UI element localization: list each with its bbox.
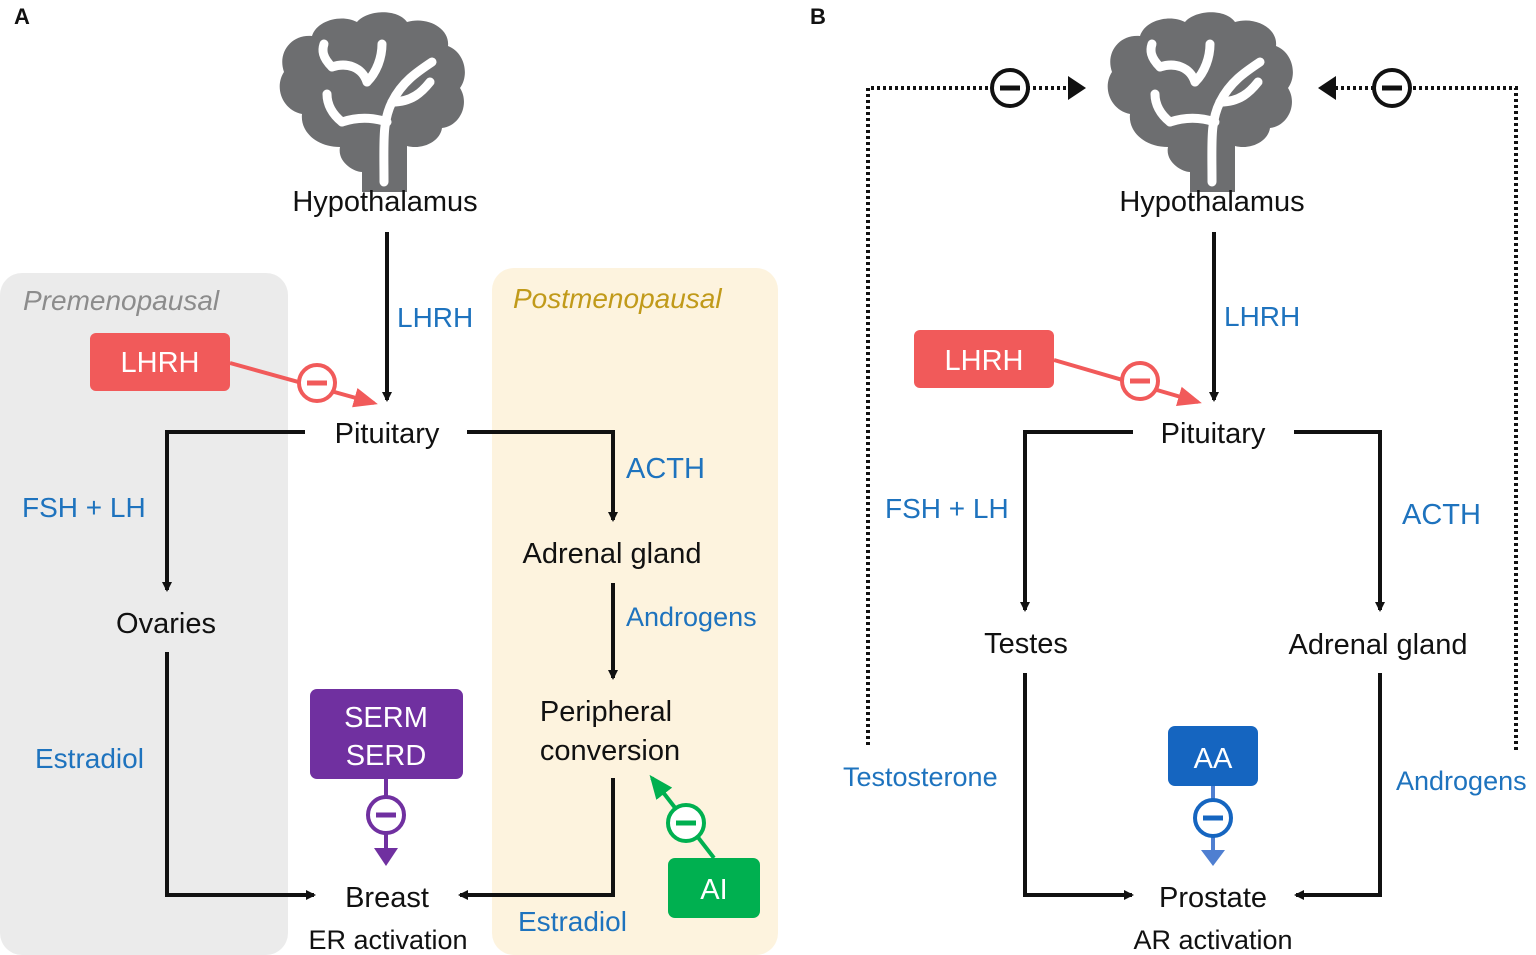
premenopausal-label: Premenopausal	[23, 285, 220, 316]
serm-label: SERM	[344, 702, 428, 734]
estradiol-left-label: Estradiol	[35, 743, 144, 774]
ovaries-label: Ovaries	[116, 608, 216, 640]
peripheral-label: Peripheral	[540, 696, 672, 728]
panel-a-letter: A	[14, 4, 30, 29]
acth-label: ACTH	[626, 453, 705, 485]
acth-label: ACTH	[1402, 499, 1481, 531]
inhibit-icon	[1372, 68, 1412, 108]
panel-b-letter: B	[810, 4, 826, 29]
pituitary-to-testes-arrow	[1020, 430, 1133, 612]
inhibit-icon	[666, 803, 706, 843]
feedback-arrowhead-left	[1068, 76, 1086, 100]
pituitary-to-adrenal-arrow	[1294, 430, 1385, 612]
serd-label: SERD	[346, 740, 427, 772]
aa-box	[1168, 726, 1258, 786]
serm-arrowhead	[374, 848, 398, 866]
lhrh-box-label: LHRH	[945, 345, 1024, 377]
er-activation-label: ER activation	[308, 925, 467, 955]
prostate-label: Prostate	[1159, 882, 1267, 914]
brain-icon	[280, 12, 465, 192]
peripheral-to-breast-arrow	[458, 778, 615, 900]
testes-label: Testes	[984, 628, 1068, 660]
inhibit-icon	[297, 363, 337, 403]
pituitary-to-adrenal-arrow	[467, 430, 618, 522]
premenopausal-region	[0, 273, 288, 955]
pituitary-label: Pituitary	[335, 418, 440, 450]
hypothalamus-label: Hypothalamus	[292, 186, 477, 218]
lhrh-box	[914, 330, 1054, 388]
adrenal-gland-label: Adrenal gland	[523, 538, 702, 570]
inhibit-icon	[1193, 798, 1233, 838]
lhrh-arrow-label: LHRH	[1224, 301, 1300, 332]
testosterone-label: Testosterone	[843, 762, 998, 792]
fsh-lh-label: FSH + LH	[885, 493, 1009, 524]
androgens-label: Androgens	[1396, 766, 1527, 796]
hypothalamus-label: Hypothalamus	[1119, 186, 1304, 218]
breast-label: Breast	[345, 882, 429, 914]
brain-icon	[1108, 12, 1293, 192]
testes-to-prostate-arrow	[1023, 673, 1134, 900]
aa-arrowhead	[1201, 850, 1225, 866]
androgens-label: Androgens	[626, 602, 757, 632]
inhibit-icon	[1120, 361, 1160, 401]
postmenopausal-label: Postmenopausal	[513, 283, 722, 314]
inhibit-icon	[990, 68, 1030, 108]
lhrh-arrow-label: LHRH	[397, 302, 473, 333]
ai-label: AI	[700, 874, 727, 906]
ai-box	[668, 858, 760, 918]
conversion-label: conversion	[540, 735, 680, 767]
aa-label: AA	[1194, 743, 1233, 775]
lhrh-box	[90, 333, 230, 391]
pituitary-to-ovaries-arrow	[162, 430, 305, 592]
estradiol-right-label: Estradiol	[518, 906, 627, 937]
lhrh-box-label: LHRH	[121, 347, 200, 379]
serm-serd-box	[310, 689, 463, 779]
fsh-lh-label: FSH + LH	[22, 492, 146, 523]
ovaries-to-breast-arrow	[165, 652, 316, 900]
feedback-arrowhead-right	[1318, 76, 1336, 100]
inhibit-icon	[366, 795, 406, 835]
postmenopausal-region	[492, 268, 778, 955]
ar-activation-label: AR activation	[1133, 925, 1292, 955]
pituitary-label: Pituitary	[1161, 418, 1266, 450]
adrenal-gland-label: Adrenal gland	[1289, 629, 1468, 661]
adrenal-to-prostate-arrow	[1294, 673, 1382, 900]
